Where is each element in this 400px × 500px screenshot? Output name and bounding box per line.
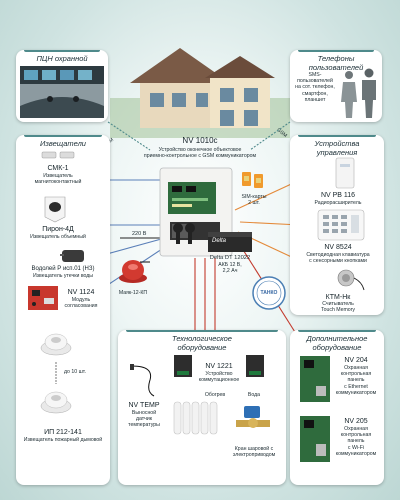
sensor-2-name: Водолей Р исп.01 (НЗ) — [31, 266, 95, 272]
ball-valve-icon — [236, 406, 270, 428]
battery-icon — [208, 232, 252, 252]
monitoring-room-image — [20, 66, 104, 118]
sensor-0-name: СМК-1 — [47, 165, 69, 172]
sensor-3-name: NV 1124 — [67, 289, 95, 296]
person-silhouette-man-icon — [362, 68, 376, 118]
touch-memory-reader-icon — [337, 269, 365, 291]
keypad-icon — [317, 209, 365, 241]
battery-desc: АКБ 12 В, 2,2 Ач — [218, 262, 242, 275]
control-0-name: NV PB 116 — [320, 192, 356, 199]
ethernet-panel-board-icon — [300, 356, 330, 402]
tech-temp-desc: Выносной датчик температуры — [128, 410, 160, 429]
control-0-desc: Радиорасширитель — [314, 200, 362, 206]
siren-label: Маяк-12-КП — [118, 290, 148, 296]
sensor-1-desc: Извещатель объемный — [30, 234, 86, 240]
matching-module-board-icon — [28, 286, 58, 310]
wifi-panel-board-icon — [300, 416, 330, 462]
sensor-5-name: ИП 212-141 — [44, 429, 82, 436]
magnetic-contact-icon — [41, 151, 75, 159]
sensors-title: Извещатели — [40, 139, 86, 148]
control-2-name: КТМ-Нк — [325, 294, 351, 301]
siren-icon — [119, 260, 147, 283]
tech-water-label: Вода — [247, 392, 261, 398]
temperature-sensor-icon — [130, 364, 155, 397]
switch-module-right-icon — [246, 355, 264, 377]
brand-logo-text: ТАНКО — [260, 290, 278, 296]
control-2-desc: Считыватель Touch Memory — [320, 301, 356, 314]
tech-module-name: NV 1221 — [205, 363, 233, 370]
power-label: 220 В — [132, 231, 147, 237]
smoke-detector-icon-bottom — [40, 391, 72, 414]
tech-heating-label: Обогрев — [204, 392, 226, 398]
radiator-icon — [173, 401, 218, 435]
range-arrow-icon — [55, 362, 57, 384]
sensor-0-desc: Извещатель магнитоконтактный — [34, 173, 82, 186]
phones-title: Телефоны пользователей — [308, 54, 364, 72]
sensor-3-desc: Модуль согласования — [64, 297, 98, 310]
control-1-desc: Светодиодная клавиатура с сенсорными кно… — [306, 252, 370, 265]
sensor-4-name: до 10 шт. — [64, 369, 86, 375]
central-name: NV 1010c — [182, 136, 218, 145]
motion-detector-icon — [44, 196, 66, 223]
phones-card: Телефоны пользователей SMS- пользователе… — [290, 50, 382, 122]
touch-key-icon — [173, 223, 195, 244]
person-silhouette-woman-icon — [341, 71, 357, 118]
sim-card-icon — [242, 172, 263, 188]
house-illustration — [110, 48, 290, 138]
extra-1-name: NV 205 — [344, 418, 368, 425]
sensor-2-desc: Извещатель утечки воды — [32, 273, 94, 279]
pcn-card: ПЦН охранной структуры — [16, 50, 108, 122]
tech-module-desc: Устройство коммутационное — [198, 371, 240, 384]
sensors-card: Извещатели — [16, 135, 110, 485]
water-leak-sensor-icon — [60, 250, 84, 262]
extra-title: Дополнительное оборудование — [306, 334, 368, 352]
battery-brand: Delta — [212, 238, 227, 244]
extra-0-desc: Охранная контрольная панель с Ethernet к… — [335, 365, 377, 396]
extra-0-name: NV 204 — [344, 357, 368, 364]
extra-1-desc: Охранная контрольная панель с Wi-Fi комм… — [335, 426, 377, 457]
tech-valve-label: Кран шаровой с электроприводом — [232, 446, 276, 459]
phones-note: SMS- пользователей на сот. телефон, смар… — [295, 72, 335, 103]
control-title: Устройства управления — [314, 139, 360, 157]
sensor-5-desc: Извещатель пожарный дымовой — [23, 437, 103, 443]
tech-temp-name: NV TEMP — [128, 402, 160, 409]
battery-name: Delta DT 12022 — [209, 255, 251, 261]
radio-expander-icon — [335, 157, 355, 189]
control-1-name: NV 8524 — [324, 244, 352, 251]
switch-module-left-icon — [174, 355, 192, 377]
central-desc: Устройство оконечное объектовое приемно-… — [143, 147, 257, 160]
smoke-detector-icon-top — [40, 333, 72, 356]
tech-title: Технологическое оборудование — [172, 334, 232, 352]
sensor-1-name: Пирон-4Д — [42, 226, 74, 233]
sim-label: SIM-карты 2 шт. — [241, 194, 267, 207]
brand-logo — [252, 276, 286, 310]
